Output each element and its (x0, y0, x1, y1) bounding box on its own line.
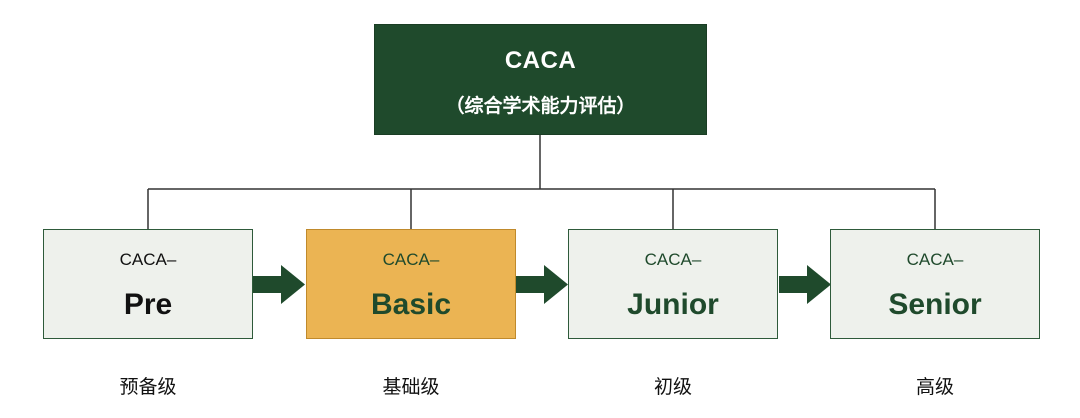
level-caption-pre: 预备级 (119, 376, 177, 398)
level-prefix: CACA– (644, 250, 702, 269)
level-caption-basic: 基础级 (382, 376, 440, 398)
level-node-junior: CACA– Junior (568, 229, 778, 339)
arrow-basic-to-junior (516, 265, 568, 304)
root-title: CACA (504, 47, 577, 74)
arrow-junior-to-senior (779, 265, 831, 304)
level-name: Senior (888, 288, 982, 321)
level-name: Pre (123, 288, 173, 321)
tree-lines (147, 135, 936, 229)
level-node-pre: CACA– Pre (43, 229, 253, 339)
root-node-caca: CACA （综合学术能力评估） (374, 24, 707, 135)
level-caption-senior: 高级 (915, 376, 954, 398)
level-prefix: CACA– (906, 250, 964, 269)
level-prefix: CACA– (119, 250, 177, 269)
level-node-basic: CACA– Basic (306, 229, 516, 339)
root-subtitle: （综合学术能力评估） (445, 95, 636, 117)
level-name: Junior (627, 288, 719, 321)
level-caption-junior: 初级 (653, 376, 692, 398)
level-name: Basic (370, 288, 452, 321)
level-node-senior: CACA– Senior (830, 229, 1040, 339)
level-prefix: CACA– (382, 250, 440, 269)
arrow-pre-to-basic (253, 265, 305, 304)
